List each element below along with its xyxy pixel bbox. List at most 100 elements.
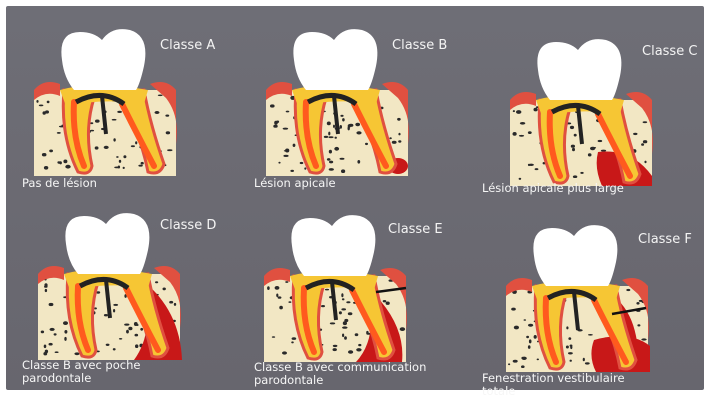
bone-speckle — [278, 296, 282, 298]
bone-speckle — [535, 168, 539, 170]
bone-speckle — [348, 312, 353, 315]
bone-speckle — [400, 327, 405, 331]
bone-speckle — [279, 306, 283, 310]
bone-speckle — [392, 141, 397, 144]
bone-speckle — [300, 162, 304, 164]
bone-speckle — [90, 122, 93, 124]
bone-speckle — [358, 344, 361, 346]
crown — [533, 225, 617, 286]
bone-speckle — [601, 150, 606, 152]
bone-speckle — [343, 321, 347, 325]
crown — [537, 39, 621, 100]
bone-speckle — [290, 170, 294, 172]
bone-speckle — [573, 175, 577, 178]
bone-speckle — [516, 110, 521, 114]
bone-speckle — [267, 286, 270, 290]
bone-speckle — [47, 101, 50, 104]
bone-speckle — [95, 120, 100, 123]
bone-speckle — [566, 326, 568, 329]
bone-speckle — [90, 130, 94, 132]
bone-speckle — [334, 147, 339, 151]
bone-speckle — [45, 110, 49, 113]
bone-speckle — [329, 150, 332, 154]
bone-speckle — [106, 344, 110, 346]
bone-speckle — [513, 132, 517, 136]
bone-speckle — [118, 166, 120, 169]
bone-speckle — [119, 338, 122, 340]
bone-speckle — [398, 133, 400, 136]
bone-speckle — [333, 345, 338, 347]
bone-speckle — [104, 314, 108, 316]
bone-speckle — [633, 133, 637, 135]
bone-speckle — [383, 300, 387, 302]
panel-title: Classe F — [638, 232, 692, 247]
bone-speckle — [155, 281, 158, 283]
bone-speckle — [63, 321, 68, 325]
bone-speckle — [270, 104, 275, 107]
panel-classe-a: Classe A Pas de lésion — [16, 14, 244, 202]
bone-speckle — [113, 304, 118, 306]
bone-speckle — [158, 95, 163, 97]
bone-speckle — [340, 158, 345, 160]
bone-speckle — [340, 115, 343, 117]
bone-speckle — [572, 148, 575, 152]
bone-speckle — [49, 303, 54, 306]
bone-speckle — [36, 100, 38, 103]
tooth-group — [506, 225, 650, 372]
bone-speckle — [329, 161, 333, 164]
bone-speckle — [643, 121, 648, 123]
panel-classe-d: Classe D Classe B avec poche parodontale — [16, 202, 244, 390]
bone-speckle — [598, 140, 603, 142]
bone-speckle — [135, 141, 137, 144]
bone-speckle — [636, 302, 639, 305]
bone-speckle — [335, 137, 337, 139]
bone-speckle — [57, 161, 60, 163]
bone-speckle — [524, 319, 527, 321]
bone-speckle — [321, 305, 325, 307]
tooth-group — [38, 213, 182, 360]
bone-speckle — [356, 348, 361, 351]
panel-title: Classe A — [160, 38, 215, 53]
bone-speckle — [95, 146, 99, 149]
bone-speckle — [521, 357, 523, 360]
bone-speckle — [349, 124, 354, 127]
bone-speckle — [64, 330, 67, 334]
diagram-frame: Classe A Pas de lésion Classe B Lésion a… — [6, 6, 704, 390]
bone-speckle — [65, 165, 70, 169]
bone-speckle — [566, 346, 569, 349]
panel-caption: Lésion apicale plus large — [482, 182, 624, 195]
bone-speckle — [55, 351, 59, 353]
bone-speckle — [123, 155, 126, 158]
bone-speckle — [583, 358, 585, 362]
tooth-group — [510, 39, 653, 186]
panel-classe-f: Classe F Fenestration vestibulaire total… — [476, 202, 704, 390]
panel-title: Classe E — [388, 222, 443, 237]
bone-speckle — [128, 327, 132, 331]
bone-speckle — [328, 132, 330, 136]
bone-speckle — [274, 121, 278, 125]
bone-speckle — [275, 286, 280, 290]
bone-speckle — [64, 337, 66, 341]
bone-speckle — [57, 132, 61, 134]
bone-speckle — [588, 334, 593, 336]
bone-speckle — [276, 294, 278, 298]
bone-speckle — [135, 344, 138, 348]
bone-speckle — [537, 359, 539, 361]
bone-speckle — [113, 138, 115, 141]
crown — [61, 29, 145, 90]
bone-speckle — [44, 283, 47, 287]
bone-speckle — [355, 123, 360, 126]
bone-speckle — [342, 118, 345, 121]
bone-speckle — [365, 143, 368, 145]
bone-speckle — [169, 301, 173, 304]
bone-speckle — [342, 334, 344, 338]
bone-speckle — [104, 146, 109, 149]
bone-speckle — [113, 309, 115, 312]
bone-speckle — [397, 118, 401, 121]
tooth-illustration-f — [476, 202, 704, 390]
bone-speckle — [644, 161, 646, 164]
bone-speckle — [534, 108, 538, 112]
bone-speckle — [357, 160, 360, 164]
bone-speckle — [273, 125, 277, 128]
bone-speckle — [339, 311, 342, 314]
